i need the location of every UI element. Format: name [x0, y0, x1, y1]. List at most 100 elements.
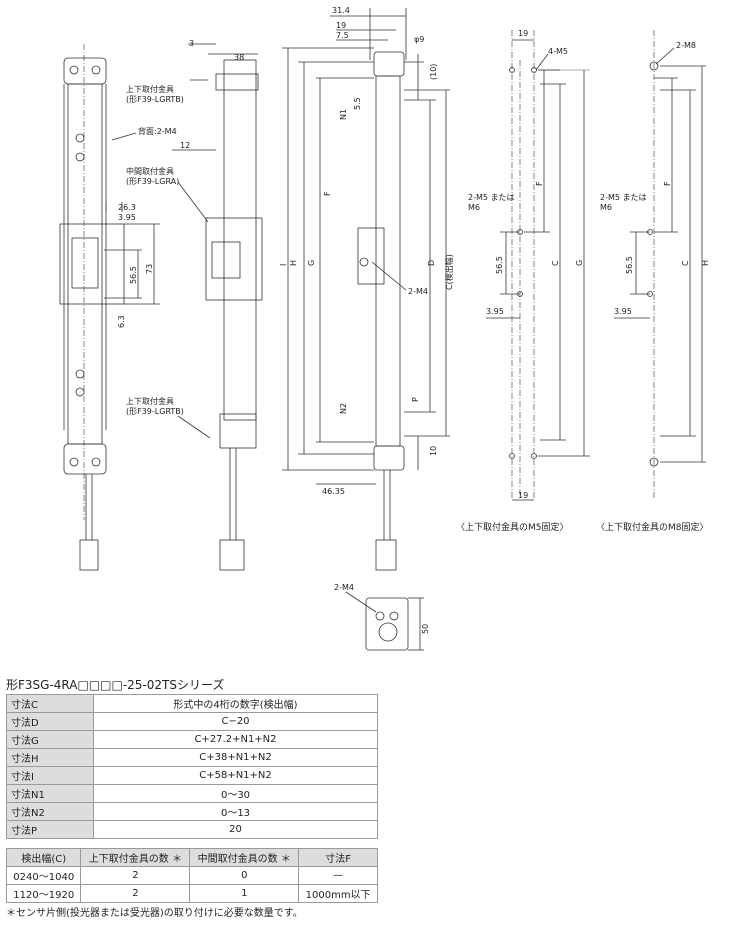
- label-12: 12: [180, 141, 190, 150]
- label-G: G: [307, 260, 316, 266]
- range-cell: 1: [189, 884, 300, 903]
- bracket-mid-model: (形F39-LGRA): [126, 177, 179, 186]
- m5-caption: 〈上下取付金具のM5固定〉: [456, 521, 569, 533]
- label-56-5a: 56.5: [129, 266, 138, 284]
- m5-label-G: G: [575, 260, 584, 266]
- range-header: 中間取付金具の数 ＊: [189, 848, 300, 867]
- label-C-detect: C(検出幅): [444, 254, 454, 290]
- m8-label-3-95: 3.95: [614, 307, 632, 316]
- spec-value: 形式中の4桁の数字(検出幅): [93, 694, 378, 713]
- m8-label-F: F: [663, 181, 672, 186]
- label-10-bot: 10: [429, 446, 438, 456]
- label-38: 38: [234, 53, 244, 62]
- label-50: 50: [421, 624, 430, 634]
- bottom-view: [345, 591, 424, 651]
- range-cell: 2: [80, 884, 191, 903]
- spec-label: 寸法H: [6, 748, 94, 767]
- m8-label-56-5: 56.5: [625, 256, 634, 274]
- spec-value: C+38+N1+N2: [93, 748, 378, 767]
- front-view: [59, 44, 160, 571]
- spec-value: 0〜13: [93, 802, 378, 821]
- spec-label: 寸法P: [6, 820, 94, 839]
- m8-label-H: H: [701, 260, 710, 266]
- side-view: [172, 43, 263, 571]
- range-cell: 0240〜1040: [5, 866, 82, 885]
- label-26-3: 26.3: [118, 203, 136, 212]
- spec-label: 寸法N2: [6, 802, 94, 821]
- label-5-5: 5.5: [353, 97, 362, 110]
- footnote: ＊センサ片側(投光器または受光器)の取り付けに必要な数量です。: [6, 908, 303, 919]
- label-3-95a: 3.95: [118, 213, 136, 222]
- label-19-top: 19: [336, 21, 346, 30]
- label-phi9: φ9: [414, 35, 424, 44]
- m5-label-F: F: [535, 181, 544, 186]
- range-header: 上下取付金具の数 ＊: [80, 848, 191, 867]
- spec-value: C+58+N1+N2: [93, 766, 378, 785]
- m8-fixing-diagram: [614, 30, 706, 500]
- range-header: 検出幅(C): [5, 848, 82, 867]
- bracket-bot-model: (形F39-LGRTB): [126, 407, 184, 416]
- label-2-m4-bottom: 2-M4: [334, 583, 354, 592]
- label-10-top: (10): [429, 64, 438, 80]
- m8-caption: 〈上下取付金具のM8固定〉: [596, 521, 709, 533]
- m5-label-19a: 19: [518, 29, 528, 38]
- range-cell: 2: [80, 866, 191, 885]
- label-P: P: [411, 397, 420, 402]
- m8-label-2m8: 2-M8: [676, 41, 696, 50]
- label-73: 73: [145, 264, 154, 274]
- spec-label: 寸法C: [6, 694, 94, 713]
- label-back-m4: 背面:2-M4: [138, 126, 177, 136]
- m5-label-m6: M6: [468, 203, 480, 212]
- range-cell: 1000mm以下: [298, 884, 378, 903]
- label-31-4: 31.4: [332, 6, 350, 15]
- spec-label: 寸法D: [6, 712, 94, 731]
- bracket-bot-name: 上下取付金具: [126, 396, 174, 406]
- m5-label-56-5: 56.5: [495, 256, 504, 274]
- range-cell: 0: [189, 866, 300, 885]
- m5-label-19b: 19: [518, 491, 528, 500]
- m5-label-4m5: 4-M5: [548, 47, 568, 56]
- range-cell: —: [298, 866, 378, 885]
- spec-label: 寸法G: [6, 730, 94, 749]
- range-header: 寸法F: [298, 848, 378, 867]
- dimension-drawing: 26.3 3.95 56.5 73 6.3 背面:2-M4 3 38 12 上下…: [59, 6, 710, 651]
- m8-label-m6: M6: [600, 203, 612, 212]
- bracket-top-name: 上下取付金具: [126, 84, 174, 94]
- m8-label-C: C: [681, 260, 690, 266]
- label-H: H: [289, 260, 298, 266]
- spec-label: 寸法I: [6, 766, 94, 785]
- m5-label-C: C: [551, 260, 560, 266]
- label-7-5: 7.5: [336, 31, 349, 40]
- label-2-m4-mid: 2-M4: [408, 287, 428, 296]
- spec-value: C+27.2+N1+N2: [93, 730, 378, 749]
- label-6-3: 6.3: [117, 315, 126, 328]
- m8-label-2m5: 2-M5 または: [600, 193, 647, 202]
- label-N1: N1: [339, 109, 348, 120]
- spec-value: 0〜30: [93, 784, 378, 803]
- label-46-35: 46.35: [322, 487, 345, 496]
- main-dimension-view: [282, 8, 450, 571]
- m5-label-2m5: 2-M5 または: [468, 193, 515, 202]
- bracket-top-model: (形F39-LGRTB): [126, 95, 184, 104]
- m5-label-3-95: 3.95: [486, 307, 504, 316]
- label-3: 3: [189, 39, 194, 48]
- spec-value: C−20: [93, 712, 378, 731]
- label-N2: N2: [339, 403, 348, 414]
- series-title: 形F3SG-4RA□□□□-25-02TSシリーズ: [6, 678, 225, 692]
- label-F: F: [323, 191, 332, 196]
- spec-value: 20: [93, 820, 378, 839]
- label-I: I: [279, 264, 288, 266]
- range-cell: 1120〜1920: [5, 884, 82, 903]
